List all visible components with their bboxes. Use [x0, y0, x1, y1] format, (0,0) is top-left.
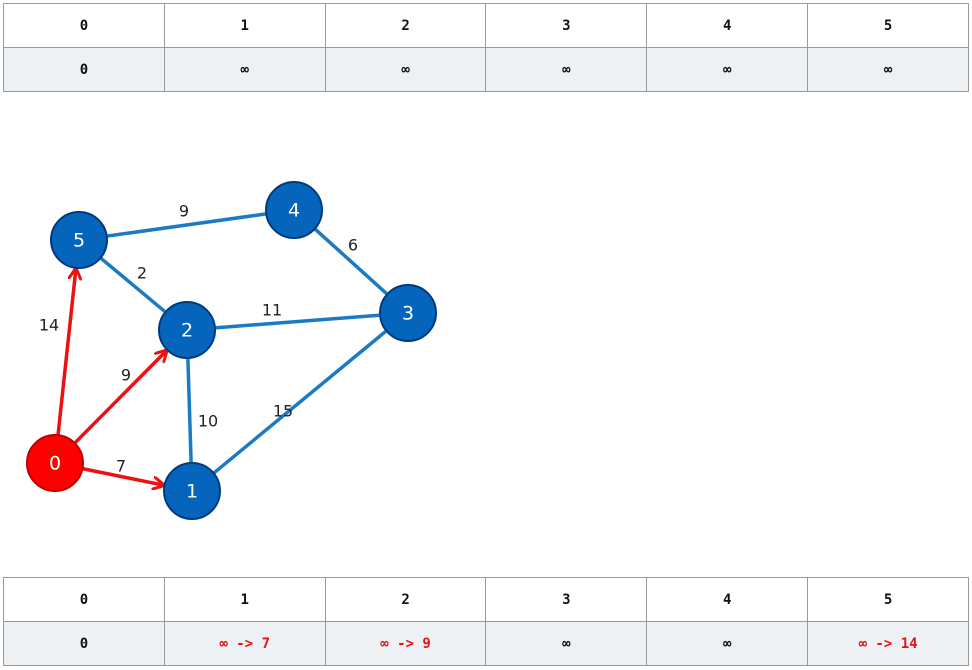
value-cell-1: ∞ -> 7: [163, 621, 326, 666]
edge-1-3: [212, 330, 387, 475]
value-cell-4: ∞: [646, 621, 809, 666]
table-header-row: 0 1 2 3 4 5: [3, 577, 969, 622]
header-cell-2: 2: [324, 577, 487, 622]
node-label-3: 3: [402, 303, 414, 325]
edge-weight-0-1: 7: [116, 457, 126, 476]
distance-table-initial: 0 1 2 3 4 5 0 ∞ ∞ ∞ ∞ ∞: [3, 3, 969, 92]
table-header-row: 0 1 2 3 4 5: [3, 3, 969, 48]
edge-weight-1-3: 15: [273, 402, 293, 421]
header-cell-1: 1: [163, 577, 326, 622]
value-cell-5: ∞: [807, 47, 969, 92]
node-3: [379, 284, 437, 342]
edge-weight-0-5: 14: [39, 316, 59, 335]
header-cell-0: 0: [3, 577, 165, 622]
edge-0-1: [82, 466, 163, 486]
edge-4-3: [313, 227, 388, 295]
distance-table-updated: 0 1 2 3 4 5 0 ∞ -> 7 ∞ -> 9 ∞ ∞ ∞ -> 14: [3, 577, 969, 666]
edge-2-1: [186, 357, 193, 463]
edge-5-2: [99, 256, 166, 313]
header-cell-5: 5: [807, 3, 969, 48]
edge-0-2: [73, 351, 167, 445]
value-cell-5: ∞ -> 14: [807, 621, 969, 666]
edge-weight-5-2: 2: [137, 264, 147, 283]
node-label-0: 0: [49, 453, 61, 475]
table-values-row: 0 ∞ ∞ ∞ ∞ ∞: [3, 47, 969, 92]
edge-0-5: [56, 269, 76, 436]
table-values-row: 0 ∞ -> 7 ∞ -> 9 ∞ ∞ ∞ -> 14: [3, 621, 969, 666]
value-cell-4: ∞: [646, 47, 809, 92]
edge-weight-2-1: 10: [198, 412, 218, 431]
value-cell-0: 0: [3, 621, 165, 666]
node-1: [163, 462, 221, 520]
node-4: [265, 181, 323, 239]
value-cell-1: ∞: [163, 47, 326, 92]
header-cell-0: 0: [3, 3, 165, 48]
node-label-2: 2: [181, 320, 193, 342]
value-cell-2: ∞: [324, 47, 487, 92]
value-cell-0: 0: [3, 47, 165, 92]
value-cell-3: ∞: [485, 621, 648, 666]
header-cell-4: 4: [646, 577, 809, 622]
edge-weight-4-3: 6: [348, 236, 358, 255]
node-label-5: 5: [73, 230, 85, 252]
value-cell-3: ∞: [485, 47, 648, 92]
header-cell-3: 3: [485, 577, 648, 622]
node-label-1: 1: [186, 481, 198, 503]
value-cell-2: ∞ -> 9: [324, 621, 487, 666]
node-2: [158, 301, 216, 359]
node-0: [26, 434, 84, 492]
edge-2-3: [214, 313, 380, 330]
header-cell-4: 4: [646, 3, 809, 48]
node-5: [50, 211, 108, 269]
header-cell-5: 5: [807, 577, 969, 622]
edge-weight-0-2: 9: [121, 366, 131, 385]
node-label-4: 4: [288, 200, 300, 222]
edge-weight-2-3: 11: [262, 301, 282, 320]
edge-weight-5-4: 9: [179, 202, 189, 221]
edge-5-4: [106, 212, 266, 238]
